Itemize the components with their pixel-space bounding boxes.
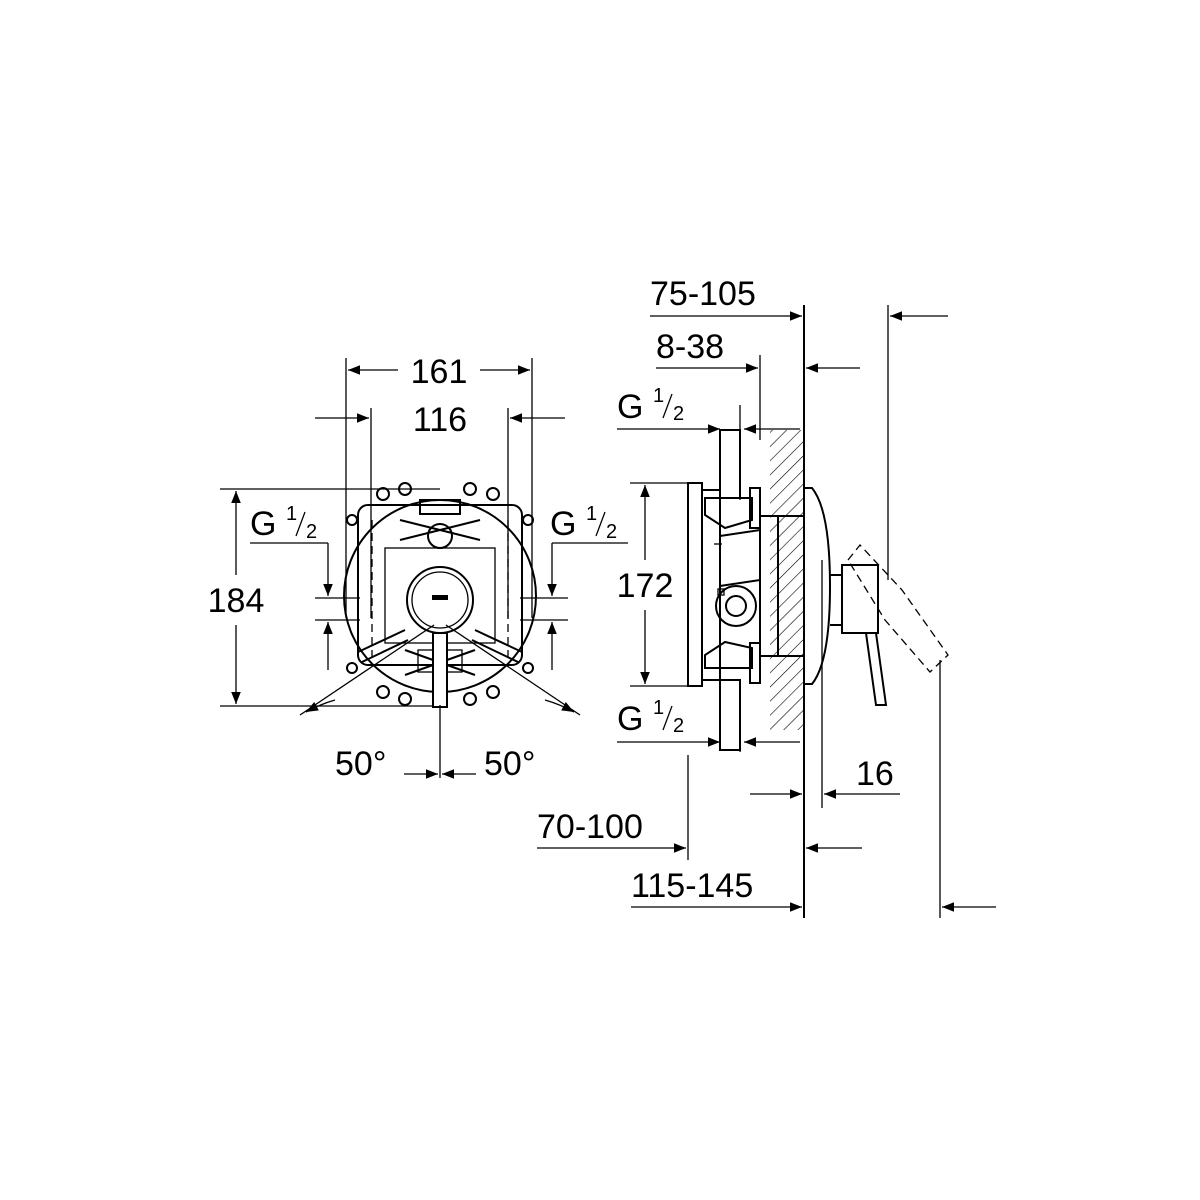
thread-bottom-letter: G [617,700,643,738]
dim-184: 184 [208,491,265,704]
dim-115-145: 115-145 [631,867,996,912]
angle-lines: 50° 50° [299,624,581,783]
thread-top-side: G 1 2 [617,385,800,434]
dim-172-label: 172 [617,567,674,605]
thread-left-den: 2 [306,521,317,543]
valve-body-side [687,429,949,751]
thread-left-num: 1 [286,503,297,525]
thread-left-front: G 1 2 [250,503,360,670]
thread-bottom-side: G 1 2 [617,697,800,747]
dim-75-105-label: 75-105 [650,275,756,313]
thread-bottom-num: 1 [653,697,664,719]
thread-bottom-den: 2 [673,715,684,737]
dim-161: 161 [348,353,530,391]
angle-left-label: 50° [335,745,386,783]
dim-70-100-label: 70-100 [537,808,643,846]
dim-116: 116 [315,401,565,439]
dim-116-label: 116 [413,401,467,439]
dim-161-label: 161 [411,353,468,391]
thread-right-front: G 1 2 [520,503,628,670]
thread-right-num: 1 [586,503,597,525]
angle-right-label: 50° [484,745,535,783]
wall [770,305,805,918]
dim-184-label: 184 [208,582,265,620]
thread-top-letter: G [617,388,643,426]
thread-top-den: 2 [673,403,684,425]
dim-115-145-label: 115-145 [631,867,753,905]
side-view: 75-105 8-38 G 1 2 172 G 1 [537,275,996,918]
dim-8-38: 8-38 [656,328,860,373]
dim-16: 16 [750,755,900,799]
dim-16-label: 16 [856,755,894,793]
valve-body-front [343,482,537,708]
thread-right-den: 2 [606,521,617,543]
front-view: 161 116 184 G 1 2 G 1 [208,353,628,783]
thread-right-letter: G [550,505,576,543]
dim-8-38-label: 8-38 [656,328,724,366]
thread-left-letter: G [250,505,276,543]
dim-75-105: 75-105 [650,275,948,321]
dim-70-100: 70-100 [537,808,862,853]
dim-172: 172 [617,485,674,684]
thread-top-num: 1 [653,385,664,407]
